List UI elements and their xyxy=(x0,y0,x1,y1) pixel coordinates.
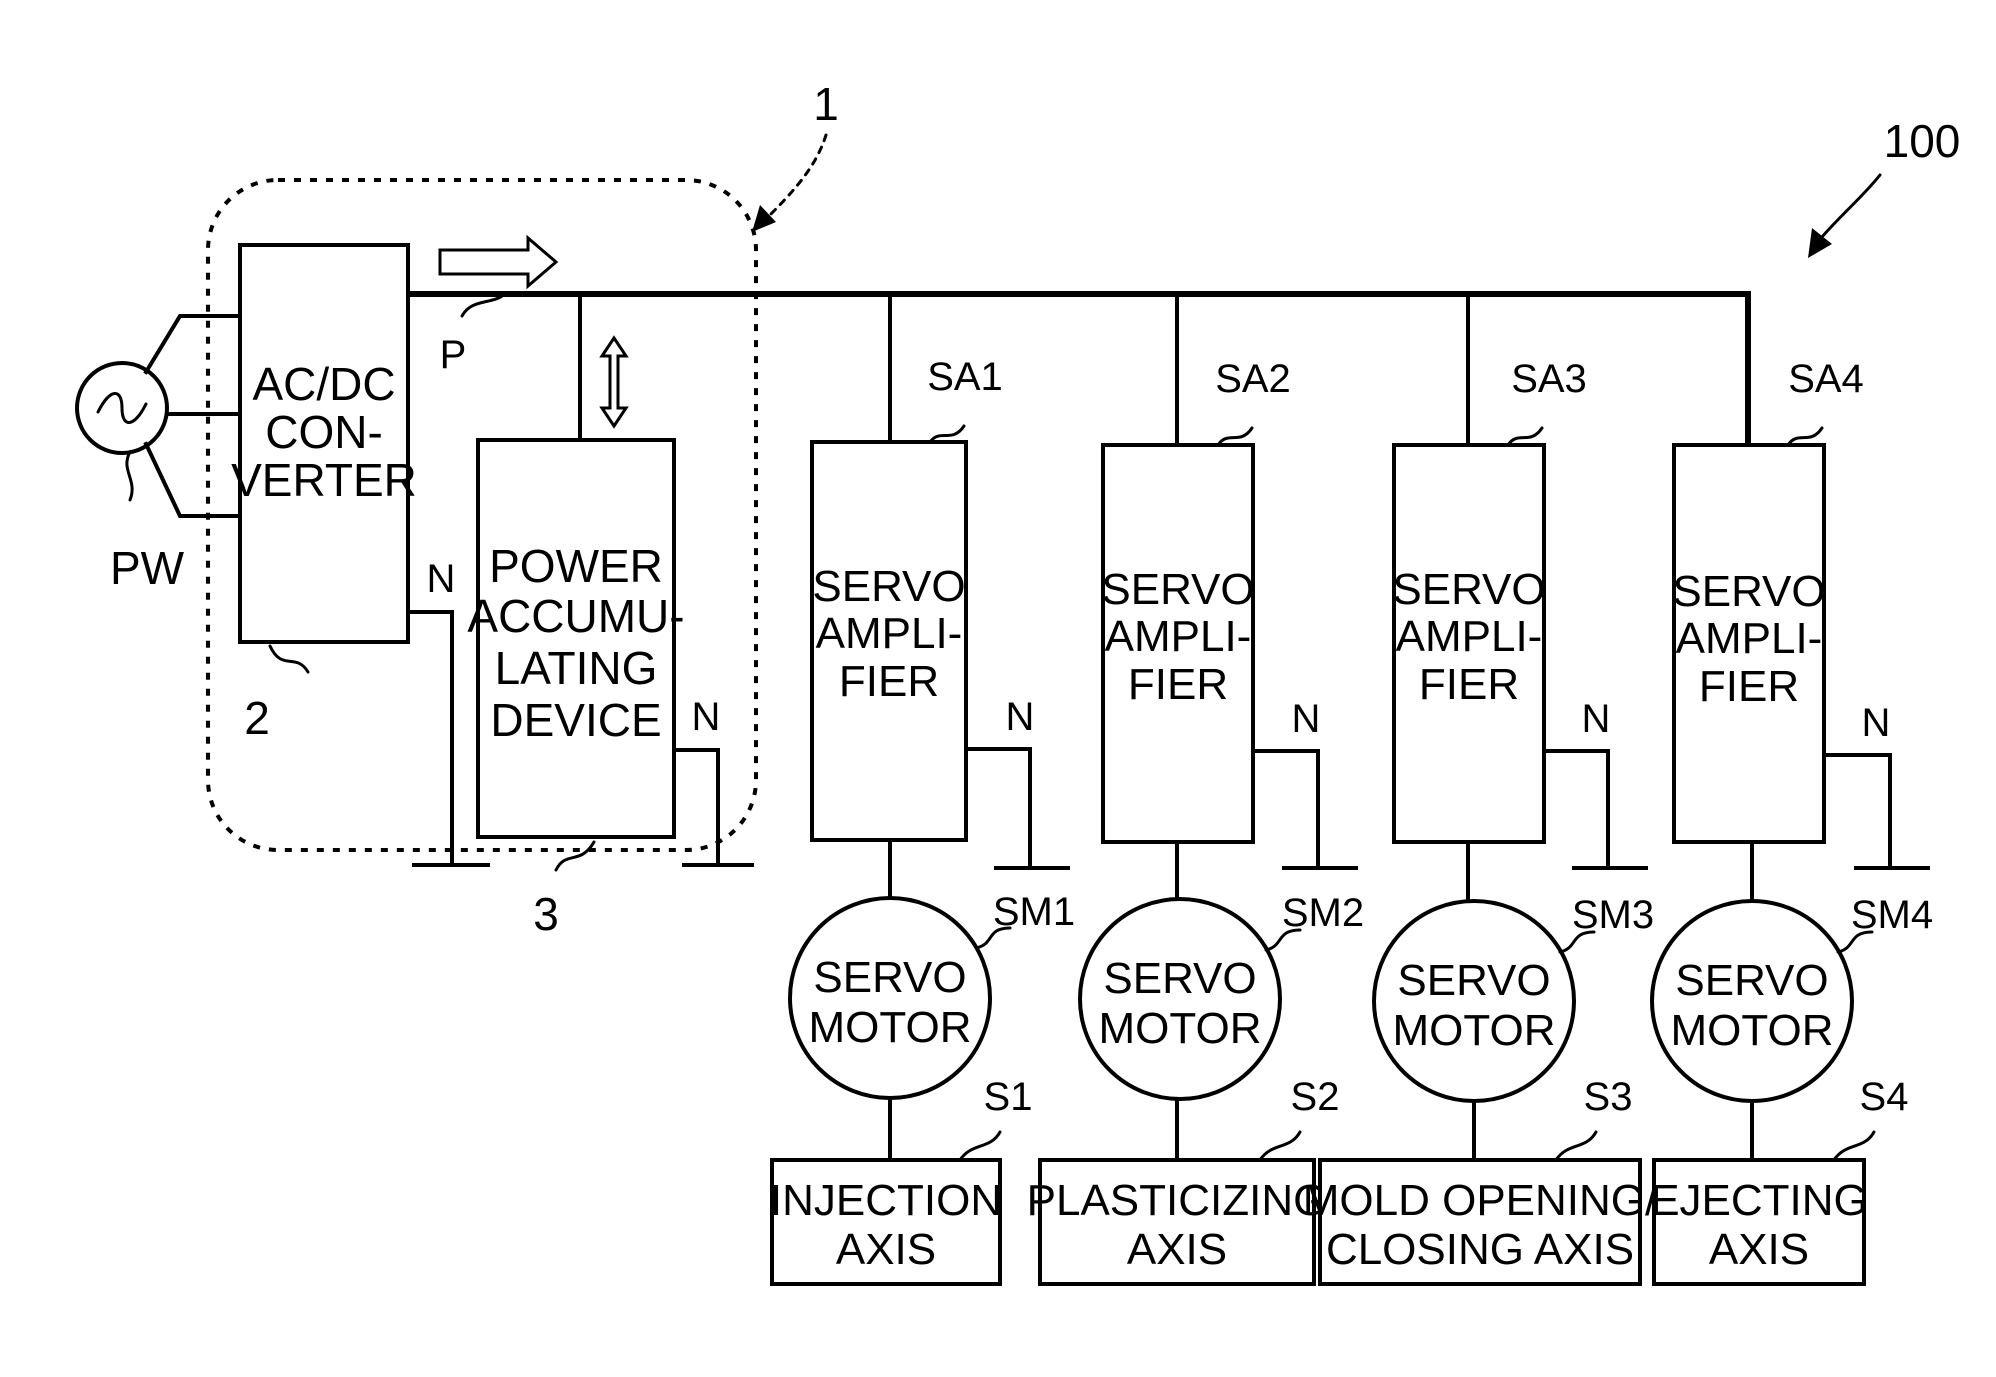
amplifier-neutral-label: N xyxy=(1006,695,1035,739)
amplifier-text-2: AMPLI- xyxy=(1396,612,1543,661)
axis-text-2: AXIS xyxy=(836,1225,936,1274)
converter-ref-leader xyxy=(270,646,308,672)
amplifier-ref-leader xyxy=(1788,428,1822,445)
amplifier-neutral-line xyxy=(1253,751,1318,868)
axis-ref-leader xyxy=(1556,1132,1596,1160)
amplifier-ref-label: SA1 xyxy=(927,355,1003,399)
axis-text-2: AXIS xyxy=(1127,1225,1227,1274)
axis-ref-label: S3 xyxy=(1584,1075,1633,1119)
amplifier-text-2: AMPLI- xyxy=(816,609,963,658)
amplifier-neutral-label: N xyxy=(1862,701,1891,745)
amplifier-ref-leader xyxy=(930,426,964,442)
accumulator-text-4: DEVICE xyxy=(490,694,661,746)
amplifier-text-1: SERVO xyxy=(1672,567,1825,616)
ac-line-3 xyxy=(146,444,238,516)
pw-leader xyxy=(127,452,132,500)
amplifier-ref-label: SA3 xyxy=(1511,357,1587,401)
axis-ref-label: S1 xyxy=(984,1075,1033,1119)
converter-text-2: CON- xyxy=(265,406,383,458)
system-ref-label: 100 xyxy=(1884,115,1961,167)
motor-text-1: SERVO xyxy=(1103,954,1256,1003)
axis-ref-label: S4 xyxy=(1860,1075,1909,1119)
group-ref-leader xyxy=(760,135,826,225)
group-ref-label: 1 xyxy=(813,78,839,130)
axis-ref-leader xyxy=(960,1132,1000,1160)
amplifier-text-1: SERVO xyxy=(812,562,965,611)
power-flow-leader xyxy=(462,294,505,316)
servo-axis-1: SERVO AMPLI- FIER SA1 N SERVO MOTOR SM1 … xyxy=(770,294,1075,1284)
amplifier-ref-label: SA4 xyxy=(1788,357,1864,401)
motor-text-1: SERVO xyxy=(1675,956,1828,1005)
axis-text-2: CLOSING AXIS xyxy=(1326,1225,1634,1274)
amplifier-text-2: AMPLI- xyxy=(1676,614,1823,663)
motor-ref-label: SM3 xyxy=(1572,893,1654,937)
amplifier-neutral-line xyxy=(966,749,1030,868)
amplifier-text-1: SERVO xyxy=(1392,565,1545,614)
amplifier-neutral-label: N xyxy=(1582,697,1611,741)
motor-text-2: MOTOR xyxy=(1099,1004,1262,1053)
axis-text-1: PLASTICIZING xyxy=(1027,1176,1328,1225)
power-flow-arrow-icon xyxy=(440,238,556,286)
amplifier-ref-leader xyxy=(1508,428,1542,445)
motor-text-2: MOTOR xyxy=(809,1003,972,1052)
servo-axis-4: SERVO AMPLI- FIER SA4 N SERVO MOTOR SM4 … xyxy=(1650,294,1933,1284)
axis-ref-label: S2 xyxy=(1291,1075,1340,1119)
amplifier-ref-leader xyxy=(1218,428,1252,445)
amplifier-text-3: FIER xyxy=(1419,660,1519,709)
converter-text-3: VERTER xyxy=(231,454,417,506)
amplifier-text-3: FIER xyxy=(839,657,939,706)
accumulator-ref-label: 3 xyxy=(533,888,559,940)
accumulator-ref-leader xyxy=(556,842,594,870)
accumulator-neutral-label: N xyxy=(692,695,721,739)
accumulator-text-1: POWER xyxy=(489,540,663,592)
axis-ref-leader xyxy=(1834,1132,1874,1160)
motor-ref-label: SM2 xyxy=(1282,891,1364,935)
converter-neutral-line xyxy=(408,612,452,865)
power-flow-label: P xyxy=(440,333,467,377)
axis-text-2: AXIS xyxy=(1709,1225,1809,1274)
system-ref-arrowhead xyxy=(1808,228,1832,258)
converter-ref-label: 2 xyxy=(244,692,270,744)
amplifier-text-3: FIER xyxy=(1128,660,1228,709)
converter-neutral-label: N xyxy=(427,557,456,601)
ac-source-label: PW xyxy=(110,542,185,594)
amplifier-text-3: FIER xyxy=(1699,662,1799,711)
axis-text-1: EJECTING xyxy=(1650,1176,1868,1225)
servo-axis-3: SERVO AMPLI- FIER SA3 N SERVO MOTOR SM3 … xyxy=(1303,294,1658,1284)
amplifier-text-2: AMPLI- xyxy=(1105,612,1252,661)
amplifier-text-1: SERVO xyxy=(1101,565,1254,614)
motor-text-1: SERVO xyxy=(1397,956,1550,1005)
motor-ref-label: SM1 xyxy=(993,890,1075,934)
motor-ref-label: SM4 xyxy=(1851,893,1933,937)
ac-line-1 xyxy=(146,316,238,372)
system-ref-leader xyxy=(1815,175,1880,245)
axis-text-1: MOLD OPENING/ xyxy=(1303,1176,1658,1225)
bidirectional-arrow-icon xyxy=(602,338,626,426)
motor-text-2: MOTOR xyxy=(1671,1006,1834,1055)
axis-text-1: INJECTION xyxy=(770,1176,1002,1225)
amplifier-neutral-label: N xyxy=(1292,697,1321,741)
amplifier-neutral-line xyxy=(1824,755,1890,868)
amplifier-neutral-line xyxy=(1544,751,1608,868)
accumulator-text-3: LATING xyxy=(495,642,658,694)
servo-axis-2: SERVO AMPLI- FIER SA2 N SERVO MOTOR SM2 … xyxy=(1027,294,1364,1284)
accumulator-neutral-line xyxy=(674,750,718,865)
group-ref-arrowhead xyxy=(752,205,776,232)
accumulator-text-2: ACCUMU- xyxy=(467,590,684,642)
amplifier-ref-label: SA2 xyxy=(1215,357,1291,401)
axis-ref-leader xyxy=(1260,1132,1300,1160)
converter-text-1: AC/DC xyxy=(252,358,395,410)
motor-text-2: MOTOR xyxy=(1393,1006,1556,1055)
motor-text-1: SERVO xyxy=(813,953,966,1002)
